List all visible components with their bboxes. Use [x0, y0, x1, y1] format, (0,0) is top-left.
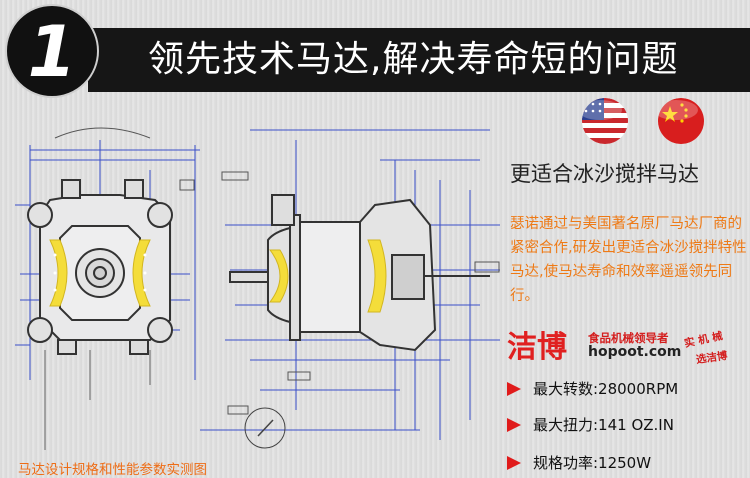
red-arrow-icon — [507, 417, 521, 432]
spec-item-max-speed: 最大转数:28000RPM — [507, 378, 678, 399]
spec-label: 规格功率:1250W — [533, 454, 652, 472]
spec-item-rated-power: 规格功率:1250W — [507, 452, 651, 473]
stamp-line-2: 选洁博 — [695, 349, 729, 367]
brand-url: hopoot.com — [588, 344, 682, 360]
brand-tagline: 食品机械领导者 — [588, 331, 669, 345]
brand-logo: 洁博 — [507, 330, 567, 365]
red-arrow-icon — [507, 381, 521, 396]
subtitle: 更适合冰沙搅拌马达 — [510, 162, 699, 186]
spec-item-max-torque: 最大扭力:141 OZ.IN — [507, 414, 674, 435]
spec-label: 最大扭力:141 OZ.IN — [533, 416, 674, 434]
step-number: 1 — [27, 11, 77, 93]
step-number-badge: 1 — [5, 4, 99, 98]
red-arrow-icon — [507, 455, 521, 470]
headline-text: 领先技术马达,解决寿命短的问题 — [148, 39, 679, 80]
headline-banner — [88, 28, 750, 92]
description-text: 瑟诺通过与美国著名原厂马达厂商的紧密合作,研发出更适合冰沙搅拌特性马达,使马达寿… — [510, 216, 747, 304]
stamp-line-1: 实 机 械 — [683, 330, 724, 350]
drawing-caption: 马达设计规格和性能参数实测图 — [18, 462, 207, 478]
spec-label: 最大转数:28000RPM — [533, 380, 679, 398]
china-flag-icon — [656, 98, 706, 144]
usa-flag-icon — [580, 98, 630, 144]
brand-stamp: 实 机 械 选洁博 — [683, 330, 744, 370]
